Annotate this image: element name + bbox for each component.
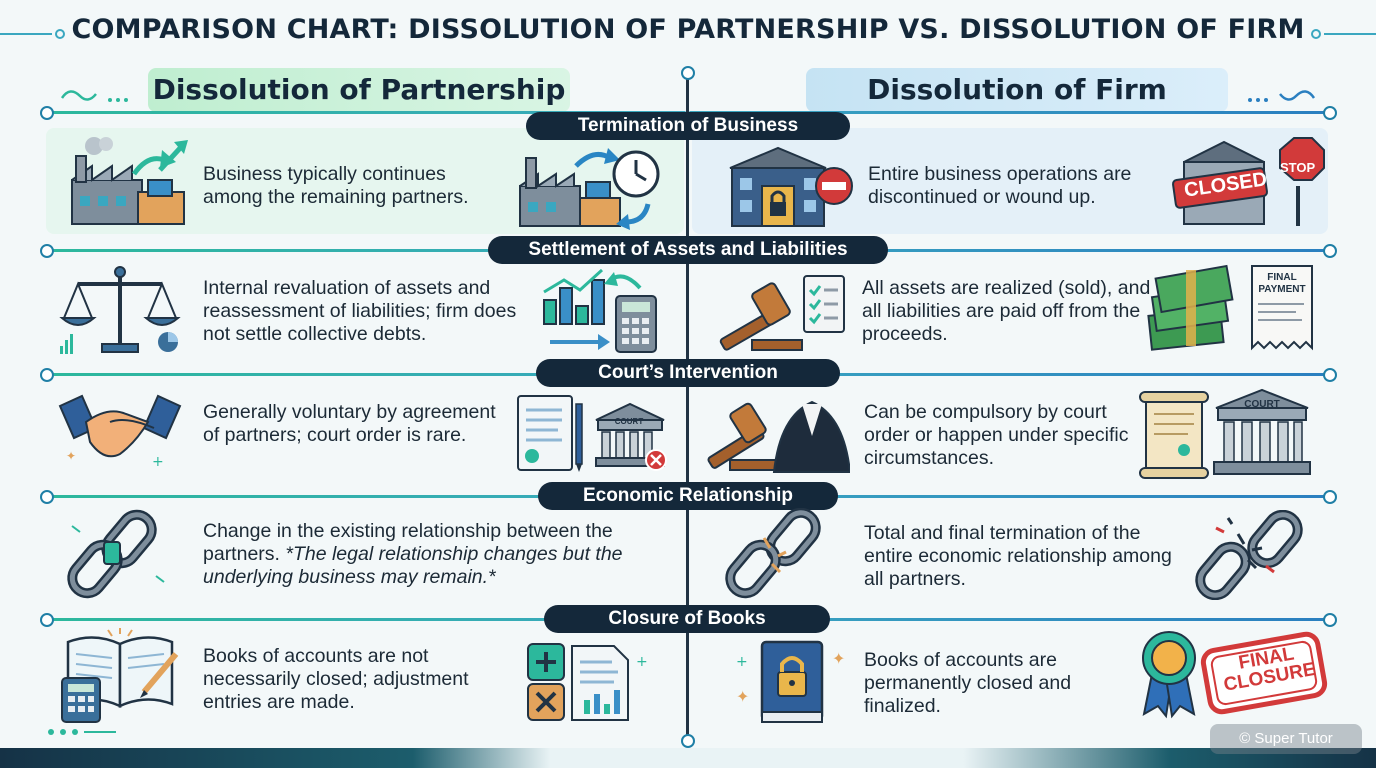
rule-dot xyxy=(40,244,54,258)
row-text-left: Change in the existing relationship betw… xyxy=(203,520,623,588)
column-header-partnership: Dissolution of Partnership xyxy=(148,68,570,112)
gavel-checklist-icon xyxy=(719,275,845,351)
row-heading: Court’s Intervention xyxy=(536,359,840,387)
rule-dot xyxy=(40,613,54,627)
chain-link-icon xyxy=(67,509,165,599)
rule-dot xyxy=(1323,613,1337,627)
row-rule xyxy=(689,373,1329,376)
svg-text:+: + xyxy=(736,654,748,670)
row-text-right: Books of accounts are permanently closed… xyxy=(864,649,1072,717)
money-receipt-icon xyxy=(1147,264,1313,351)
divider-dot xyxy=(681,66,695,80)
handshake-icon: ✦ + xyxy=(58,394,182,468)
rule-dot xyxy=(40,490,54,504)
court-sign-label: COURT xyxy=(614,417,644,426)
factory-growth-icon xyxy=(71,137,188,225)
row-text-left: Internal revaluation of assets and reass… xyxy=(203,277,517,345)
court-sign-label: COURT xyxy=(1244,399,1280,410)
rule-dot xyxy=(40,106,54,120)
watermark: © Super Tutor xyxy=(1210,724,1362,754)
svg-text:+: + xyxy=(152,454,164,468)
row-rule xyxy=(46,249,686,252)
broken-chain-icon xyxy=(725,508,821,599)
row-rule xyxy=(689,111,1329,114)
stop-sign-label: STOP xyxy=(1280,160,1316,175)
row-text-left: Generally voluntary by agreement of part… xyxy=(203,401,496,446)
locked-bank-icon xyxy=(729,146,853,227)
footer-dots xyxy=(48,729,116,735)
center-divider xyxy=(686,76,689,746)
svg-text:✦: ✦ xyxy=(66,449,76,463)
math-document-icon: + xyxy=(527,643,648,721)
open-book-calculator-icon xyxy=(61,628,179,723)
row-heading: Closure of Books xyxy=(544,605,830,633)
decorative-flourish-right xyxy=(1311,29,1376,39)
row-rule xyxy=(689,618,1329,621)
row-rule xyxy=(689,249,1329,252)
locked-book-icon: + ✦ ✦ xyxy=(736,640,845,723)
svg-text:✦: ✦ xyxy=(736,687,749,706)
swirl-icon xyxy=(60,90,128,102)
rule-dot xyxy=(1323,244,1337,258)
decorative-flourish-left xyxy=(0,29,65,39)
document-court-icon xyxy=(517,395,667,472)
row-text-right: Entire business operations are discontin… xyxy=(868,163,1132,208)
column-header-firm: Dissolution of Firm xyxy=(806,68,1228,112)
scroll-court-icon xyxy=(1139,388,1311,479)
row-heading: Termination of Business xyxy=(526,112,850,140)
page-title: COMPARISON CHART: DISSOLUTION OF PARTNER… xyxy=(71,14,1305,45)
row-rule xyxy=(46,373,686,376)
divider-dot xyxy=(681,734,695,748)
medal-stamp-icon xyxy=(1142,631,1328,719)
gavel-judge-icon xyxy=(707,400,850,473)
balance-scale-icon xyxy=(59,266,181,354)
row-text-left: Business typically continues among the r… xyxy=(203,163,469,208)
row-rule xyxy=(46,618,686,621)
swirl-icon xyxy=(1248,90,1316,102)
final-payment-label: FINAL PAYMENT xyxy=(1258,272,1306,295)
svg-text:+: + xyxy=(636,654,648,670)
row-text-right: Can be compulsory by court order or happ… xyxy=(864,401,1129,469)
rule-dot xyxy=(1323,106,1337,120)
footer-bar xyxy=(0,748,1376,768)
row-heading: Economic Relationship xyxy=(538,482,838,510)
closed-building-icon xyxy=(1172,137,1325,226)
factory-clock-icon xyxy=(519,148,660,230)
row-heading: Settlement of Assets and Liabilities xyxy=(488,236,888,264)
row-text-left: Books of accounts are not necessarily cl… xyxy=(203,645,469,713)
rule-dot xyxy=(1323,490,1337,504)
rule-dot xyxy=(1323,368,1337,382)
row-text-right: All assets are realized (sold), and all … xyxy=(862,277,1151,345)
row-rule xyxy=(689,495,1329,498)
rule-dot xyxy=(40,368,54,382)
broken-chain-icon xyxy=(1195,510,1303,600)
svg-text:✦: ✦ xyxy=(832,649,845,668)
row-rule xyxy=(46,111,686,114)
row-text-right: Total and final termination of the entir… xyxy=(864,522,1172,590)
chart-calculator-icon xyxy=(543,268,657,353)
row-rule xyxy=(46,495,686,498)
row-note-left: *The legal relationship changes but the … xyxy=(203,543,623,588)
